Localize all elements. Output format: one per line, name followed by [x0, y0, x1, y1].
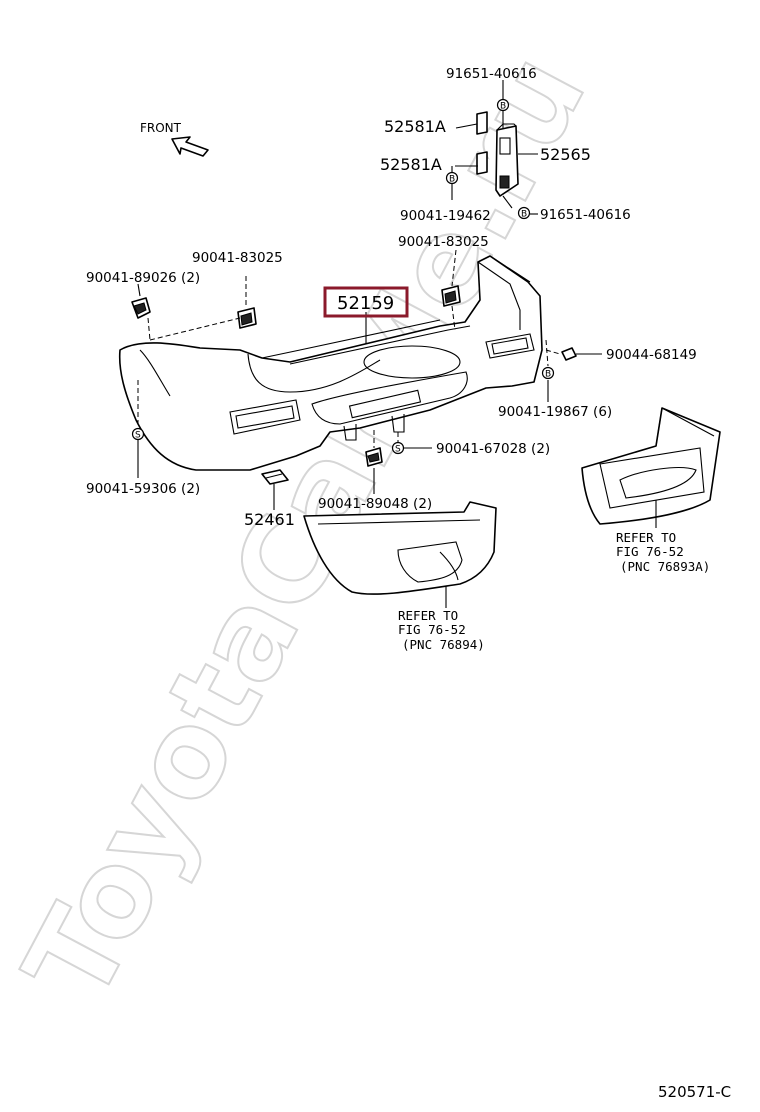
label-52581a-top: 52581A [384, 117, 446, 136]
bolt-mark-b-right: B [517, 206, 531, 220]
ref-center-line2: FIG 76-52 [398, 622, 466, 637]
label-90041-89026: 90041-89026 (2) [86, 270, 200, 286]
bolt-mark-s-lower: S [391, 441, 405, 455]
part-labels: 91651-40616 52581A 52581A 52565 90041-19… [86, 66, 697, 529]
label-90041-83025-left: 90041-83025 [192, 250, 283, 266]
clip-52581a-top [476, 111, 488, 135]
svg-text:S: S [135, 431, 141, 441]
svg-text:S: S [395, 445, 401, 455]
clip-52581a-mid [476, 151, 488, 175]
svg-text:B: B [500, 102, 506, 112]
label-52581a-mid: 52581A [380, 155, 442, 174]
bumper-cover-52159 [118, 255, 543, 471]
clip-90044-68149 [561, 347, 577, 361]
watermark: ToyotaCarMe.ru [0, 32, 612, 1023]
label-52461: 52461 [244, 510, 295, 529]
highlight-box-52159 [323, 286, 409, 318]
bolt-mark-b-bumper: B [541, 366, 555, 380]
label-90044-68149: 90044-68149 [606, 347, 697, 363]
label-91651-40616-bottom: 91651-40616 [540, 207, 631, 223]
figure-code: 520571-C [658, 1083, 731, 1101]
retainers [131, 285, 577, 485]
svg-text:B: B [449, 175, 455, 185]
bracket-assembly [451, 80, 519, 209]
label-52159: 52159 [337, 293, 394, 314]
bolt-mark-s-left: S [131, 427, 145, 441]
ref-right-line2: FIG 76-52 [616, 544, 684, 559]
label-90041-67028: 90041-67028 (2) [436, 441, 550, 457]
label-90041-19462: 90041-19462 [400, 208, 491, 224]
front-direction-indicator: FRONT [140, 121, 209, 157]
label-90041-19867: 90041-19867 (6) [498, 404, 612, 420]
bolt-mark-b-left: B [445, 171, 459, 185]
ref-center-line3: (PNC 76894) [402, 637, 485, 652]
label-90041-89048: 90041-89048 (2) [318, 496, 432, 512]
lower-center-part [303, 501, 497, 608]
bolt-markers: B B B B S S [131, 98, 555, 455]
front-label: FRONT [140, 121, 182, 135]
ref-right-line1: REFER TO [616, 530, 676, 545]
label-90041-83025-right: 90041-83025 [398, 234, 489, 250]
right-extension-part [581, 407, 721, 525]
svg-text:B: B [545, 370, 551, 380]
label-52565: 52565 [540, 145, 591, 164]
label-90041-59306: 90041-59306 (2) [86, 481, 200, 497]
ref-center-line1: REFER TO [398, 608, 458, 623]
cap-52461 [261, 469, 289, 485]
svg-text:B: B [521, 210, 527, 220]
ref-right-line3: (PNC 76893A) [620, 559, 710, 574]
front-arrow-icon [171, 136, 209, 157]
bolt-mark-b-top: B [496, 98, 510, 112]
reference-notes: REFER TO FIG 76-52 (PNC 76893A) REFER TO… [398, 530, 710, 652]
leader-lines [137, 123, 602, 510]
label-91651-40616-top: 91651-40616 [446, 66, 537, 82]
